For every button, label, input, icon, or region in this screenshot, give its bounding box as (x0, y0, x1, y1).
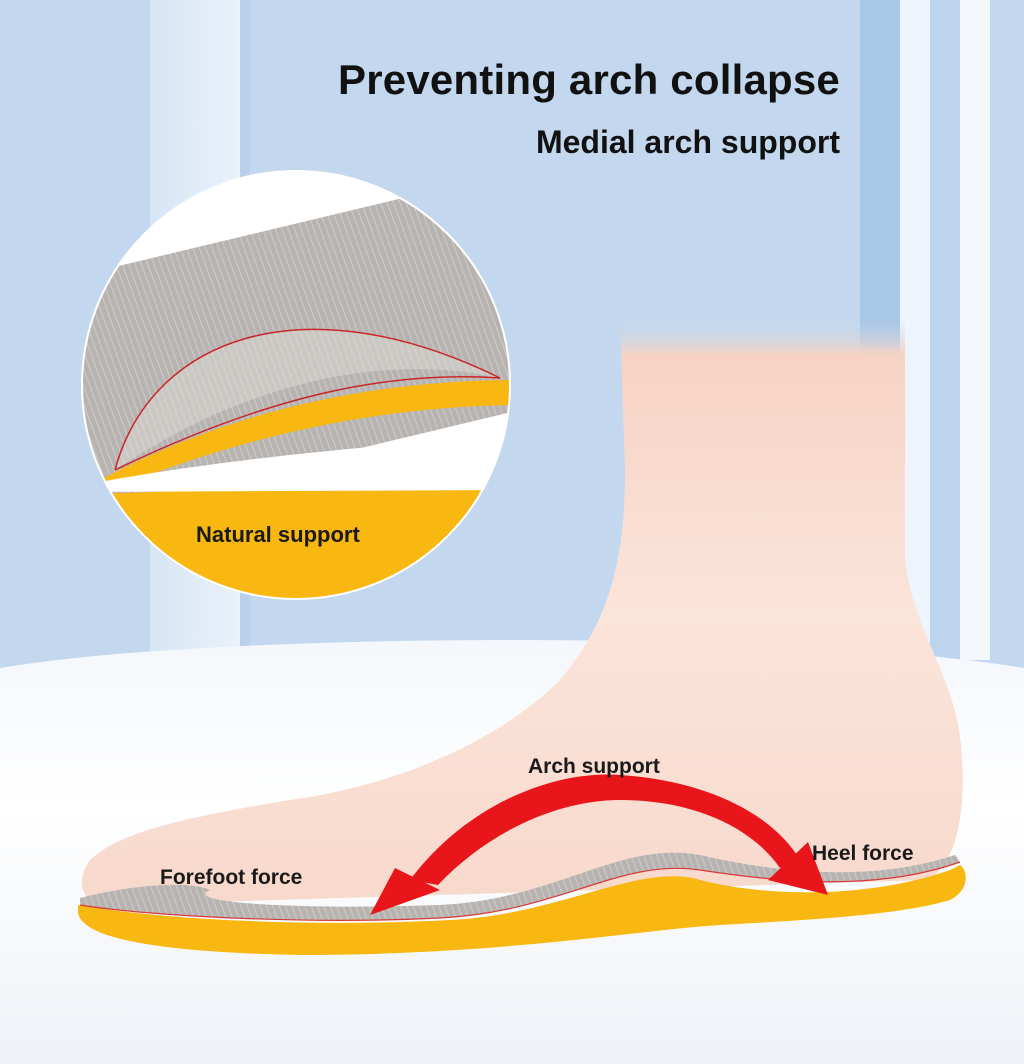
arch-support-label: Arch support (528, 755, 660, 778)
foot-shape (81, 320, 963, 905)
heel-force-label: Heel force (812, 842, 914, 865)
arch-arrow (410, 774, 800, 885)
arrow-head-right (768, 842, 828, 895)
foot-illustration (78, 170, 966, 955)
inset-circle (82, 171, 510, 599)
inset-label: Natural support (196, 522, 360, 547)
bg-stripe (990, 0, 1024, 660)
bg-stripe (960, 0, 990, 660)
insole-base (78, 865, 966, 955)
bg-stripe (930, 0, 960, 660)
page-subtitle: Medial arch support (535, 124, 840, 160)
insole-fabric (80, 852, 960, 921)
arrow-head-left (370, 868, 440, 915)
forefoot-force-label: Forefoot force (160, 866, 303, 889)
page-title: Preventing arch collapse (338, 56, 840, 103)
